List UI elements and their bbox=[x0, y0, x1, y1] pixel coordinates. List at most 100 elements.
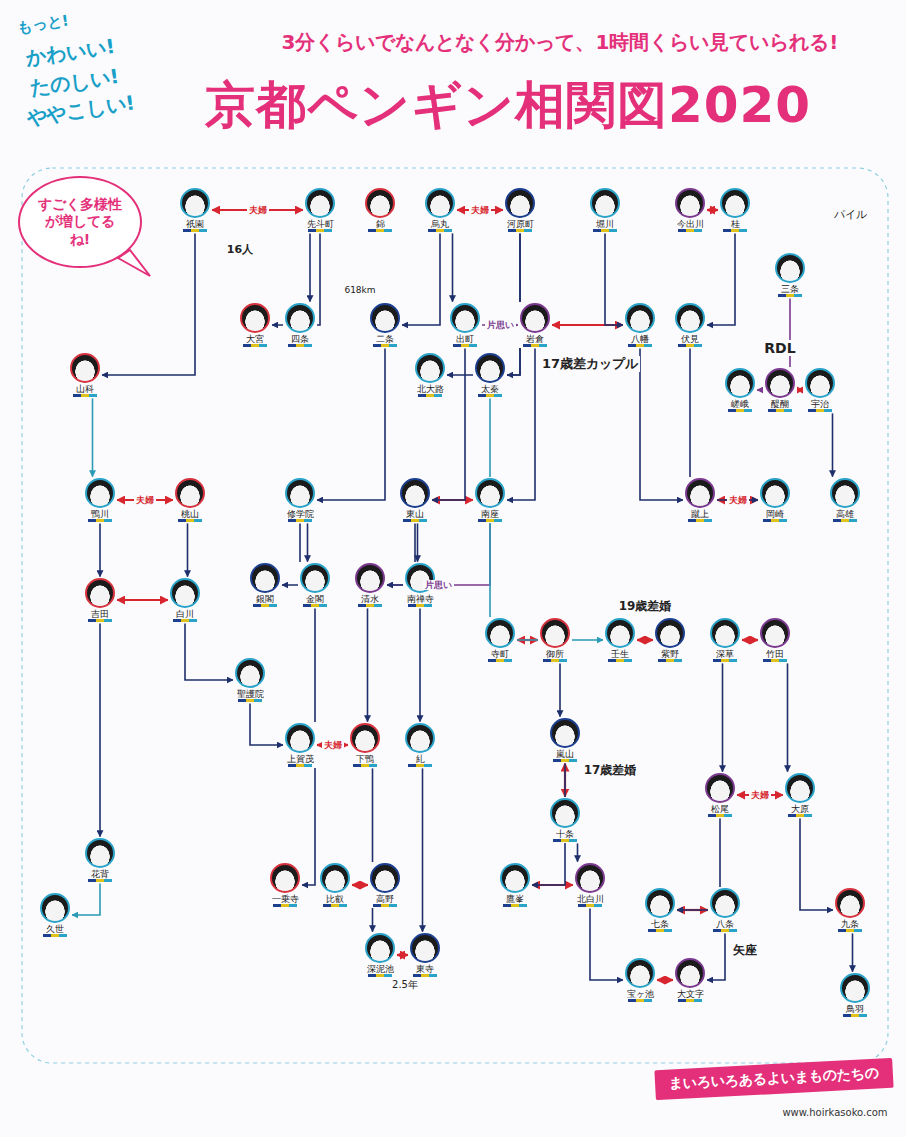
penguin-node: 御所 bbox=[538, 617, 572, 664]
penguin-node: 醍醐 bbox=[763, 367, 797, 414]
note-label: 矢座 bbox=[731, 943, 759, 957]
penguin-name: 金閣 bbox=[306, 594, 324, 605]
penguin-photo bbox=[550, 798, 580, 828]
penguin-name: 高雄 bbox=[836, 509, 854, 520]
penguin-name: 北白川 bbox=[577, 894, 604, 905]
name-stripe bbox=[478, 519, 502, 522]
relation-line bbox=[787, 663, 789, 771]
penguin-photo bbox=[785, 773, 815, 803]
penguin-name: 鴨川 bbox=[91, 509, 109, 520]
name-stripe bbox=[288, 764, 312, 767]
note-label: 17歳差婚 bbox=[582, 763, 639, 777]
penguin-photo bbox=[520, 303, 550, 333]
penguin-photo bbox=[365, 933, 395, 963]
penguin-name: 蹴上 bbox=[691, 509, 709, 520]
penguin-photo bbox=[285, 723, 315, 753]
penguin-name: 一乗寺 bbox=[272, 894, 299, 905]
penguin-name: 桂 bbox=[731, 219, 740, 230]
relation-line bbox=[309, 233, 311, 301]
penguin-name: 出町 bbox=[456, 334, 474, 345]
name-stripe bbox=[88, 619, 112, 622]
name-stripe bbox=[788, 814, 812, 817]
name-stripe bbox=[303, 604, 327, 607]
penguin-photo bbox=[725, 368, 755, 398]
penguin-name: 大文字 bbox=[677, 989, 704, 1000]
relation-line bbox=[640, 348, 683, 500]
penguin-name: 山科 bbox=[76, 384, 94, 395]
name-stripe bbox=[678, 999, 702, 1002]
relation-line bbox=[637, 639, 653, 641]
relation-line bbox=[317, 348, 385, 500]
penguin-node: 嵐山 bbox=[548, 717, 582, 764]
penguin-name: 南座 bbox=[481, 509, 499, 520]
penguin-node: 鴨川 bbox=[83, 477, 117, 524]
penguin-node: 河原町 bbox=[503, 187, 537, 234]
name-stripe bbox=[543, 659, 567, 662]
name-stripe bbox=[713, 659, 737, 662]
penguin-photo bbox=[625, 303, 655, 333]
penguin-node: 清水 bbox=[353, 562, 387, 609]
penguin-name: 花背 bbox=[91, 869, 109, 880]
penguin-photo bbox=[485, 618, 515, 648]
penguin-node: 松尾 bbox=[703, 772, 737, 819]
penguin-name: 八条 bbox=[716, 919, 734, 930]
penguin-node: 鷹峯 bbox=[498, 862, 532, 909]
penguin-name: 北大路 bbox=[417, 384, 444, 395]
relation-line bbox=[117, 599, 168, 601]
penguin-node: 高野 bbox=[368, 862, 402, 909]
penguin-node: 二条 bbox=[368, 302, 402, 349]
relation-line bbox=[352, 884, 368, 886]
name-stripe bbox=[553, 839, 577, 842]
penguin-photo bbox=[170, 578, 200, 608]
penguin-node: 岡崎 bbox=[758, 477, 792, 524]
name-stripe bbox=[453, 344, 477, 347]
penguin-node: 八幡 bbox=[623, 302, 657, 349]
penguin-node: 大原 bbox=[783, 772, 817, 819]
penguin-photo bbox=[70, 353, 100, 383]
relation-line bbox=[452, 233, 454, 301]
penguin-photo bbox=[370, 303, 400, 333]
name-stripe bbox=[183, 229, 207, 232]
penguin-name: 十条 bbox=[556, 829, 574, 840]
name-stripe bbox=[408, 764, 432, 767]
name-stripe bbox=[843, 1014, 867, 1017]
penguin-name: 太秦 bbox=[481, 384, 499, 395]
penguin-photo bbox=[605, 618, 635, 648]
edge-label: 夫婦 bbox=[247, 205, 269, 215]
penguin-name: 桃山 bbox=[181, 509, 199, 520]
penguin-photo bbox=[235, 658, 265, 688]
penguin-photo bbox=[270, 863, 300, 893]
penguin-node: 銀閣 bbox=[248, 562, 282, 609]
penguin-node: 山科 bbox=[68, 352, 102, 399]
penguin-node: 竹田 bbox=[758, 617, 792, 664]
penguin-photo bbox=[505, 188, 535, 218]
penguin-node: 出町 bbox=[448, 302, 482, 349]
penguin-photo bbox=[760, 618, 790, 648]
penguin-node: 祇園 bbox=[178, 187, 212, 234]
name-stripe bbox=[88, 879, 112, 882]
penguin-name: 聖護院 bbox=[237, 689, 264, 700]
penguin-photo bbox=[760, 478, 790, 508]
penguin-photo bbox=[370, 863, 400, 893]
penguin-node: 太秦 bbox=[473, 352, 507, 399]
name-stripe bbox=[288, 519, 312, 522]
penguin-node: 北白川 bbox=[573, 862, 607, 909]
penguin-name: 銀閣 bbox=[256, 594, 274, 605]
penguin-photo bbox=[40, 893, 70, 923]
penguin-name: 壬生 bbox=[611, 649, 629, 660]
penguin-node: 深草 bbox=[708, 617, 742, 664]
dashed-frame bbox=[22, 168, 888, 1063]
penguin-node: 三条 bbox=[773, 252, 807, 299]
penguin-node: 紫野 bbox=[653, 617, 687, 664]
name-stripe bbox=[723, 229, 747, 232]
name-stripe bbox=[728, 409, 752, 412]
name-stripe bbox=[428, 229, 452, 232]
penguin-name: 嵐山 bbox=[556, 749, 574, 760]
name-stripe bbox=[488, 659, 512, 662]
name-stripe bbox=[373, 344, 397, 347]
penguin-photo bbox=[705, 773, 735, 803]
name-stripe bbox=[368, 974, 392, 977]
